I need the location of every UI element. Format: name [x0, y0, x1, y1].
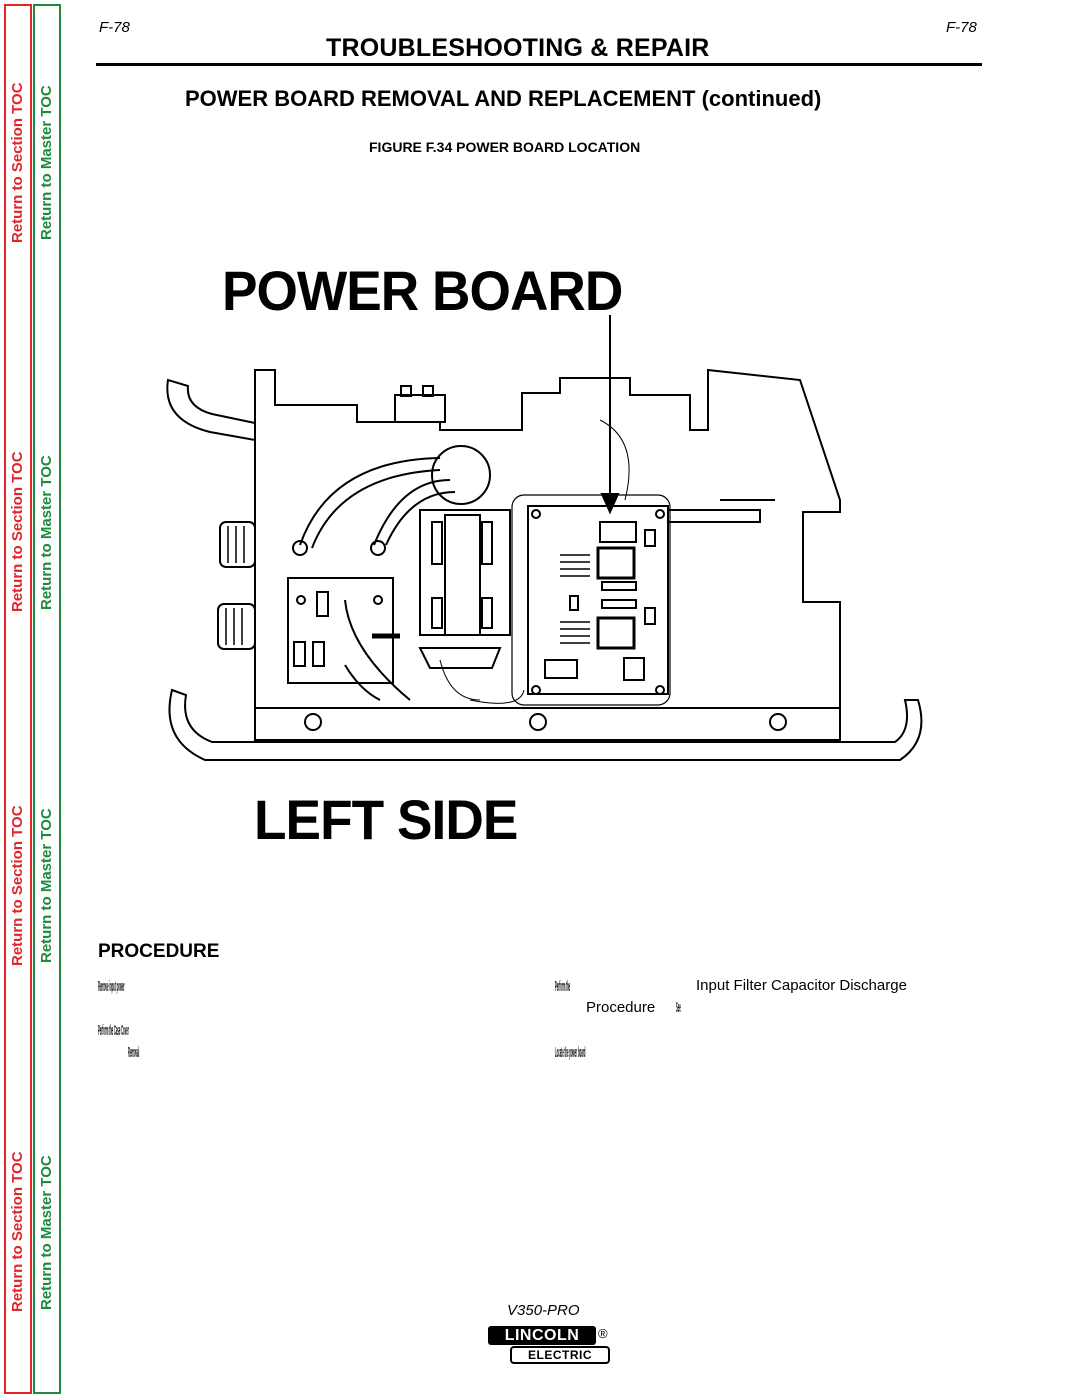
- return-to-section-toc-link-3[interactable]: Return to Section TOC: [9, 805, 26, 966]
- step-4-text: Locate the power board: [555, 1044, 586, 1061]
- terminal-block: [287, 577, 394, 684]
- step-2: Perform the Case Cover: [98, 1020, 269, 1041]
- power-board-outline: [511, 494, 671, 706]
- harness-wire: [599, 419, 630, 501]
- return-to-master-toc-link-3[interactable]: Return to Master TOC: [38, 808, 55, 963]
- procedure-heading: PROCEDURE: [98, 941, 220, 962]
- base-bolt-3: [769, 713, 787, 731]
- page-number-left: F-78: [99, 19, 130, 36]
- return-to-master-toc-link-4[interactable]: Return to Master TOC: [38, 1155, 55, 1310]
- procedure-title: POWER BOARD REMOVAL AND REPLACEMENT (con…: [185, 86, 822, 111]
- step-2-text: Perform the Case Cover: [98, 1022, 129, 1039]
- figure-caption: FIGURE F.34 POWER BOARD LOCATION: [369, 139, 641, 155]
- top-connector-block: [394, 394, 446, 423]
- left-side-label: LEFT SIDE: [254, 788, 518, 851]
- model-name: V350-PRO: [507, 1302, 580, 1319]
- step-2-cont-text: Removal: [128, 1044, 140, 1061]
- top-handle-curve: [166, 378, 256, 442]
- circle-component: [431, 445, 491, 505]
- left-knob-upper: [219, 521, 256, 568]
- board-connector-bottom-right: [623, 657, 645, 681]
- step-3-tail: See: [676, 997, 703, 1018]
- base-bolt-1: [304, 713, 322, 731]
- transformer: [419, 509, 511, 636]
- step-1-text: Remove input power: [98, 978, 125, 995]
- pointer-arrow-head: [600, 493, 620, 515]
- step-3: Perform the: [555, 976, 639, 997]
- page-number-right: F-78: [946, 19, 977, 36]
- machine-frame: [254, 368, 841, 741]
- terminal-1: [292, 540, 308, 556]
- return-to-section-toc-link-4[interactable]: Return to Section TOC: [9, 1151, 26, 1312]
- rear-bracket: [668, 499, 775, 523]
- section-title: TROUBLESHOOTING & REPAIR: [326, 34, 710, 62]
- header-rule: [96, 63, 982, 66]
- step-3-text: Perform the: [555, 978, 571, 995]
- bottom-runner: [168, 688, 923, 761]
- step-3-link-cont[interactable]: Procedure: [586, 999, 656, 1016]
- terminal-2: [370, 540, 386, 556]
- master-toc-bar: [33, 4, 61, 1394]
- board-connector-top: [599, 521, 637, 543]
- power-board-location-diagram: [166, 315, 923, 761]
- top-connector-pin-1: [400, 385, 412, 397]
- cables: [299, 457, 456, 549]
- logo-top: LINCOLN: [488, 1326, 596, 1345]
- step-3-link[interactable]: Input Filter Capacitor Discharge: [696, 977, 907, 994]
- section-toc-bar: [4, 4, 32, 1394]
- lead-wires: [344, 599, 411, 701]
- logo-registered: ®: [598, 1326, 608, 1341]
- step-3-tail-text: See: [676, 999, 681, 1016]
- left-knob-lower: [217, 603, 256, 650]
- logo-bottom: ELECTRIC: [510, 1346, 610, 1364]
- step-2-cont: Removal: [128, 1042, 191, 1063]
- step-4: Locate the power board: [555, 1042, 724, 1063]
- base-bolt-2: [529, 713, 547, 731]
- power-board: [527, 505, 669, 695]
- lincoln-electric-logo: LINCOLN ® ELECTRIC: [488, 1326, 620, 1366]
- step-1: Remove input power: [98, 976, 246, 997]
- board-connector-bottom-left: [544, 659, 578, 679]
- top-connector-pin-2: [422, 385, 434, 397]
- power-board-label: POWER BOARD: [222, 259, 623, 322]
- base-rail: [254, 707, 841, 741]
